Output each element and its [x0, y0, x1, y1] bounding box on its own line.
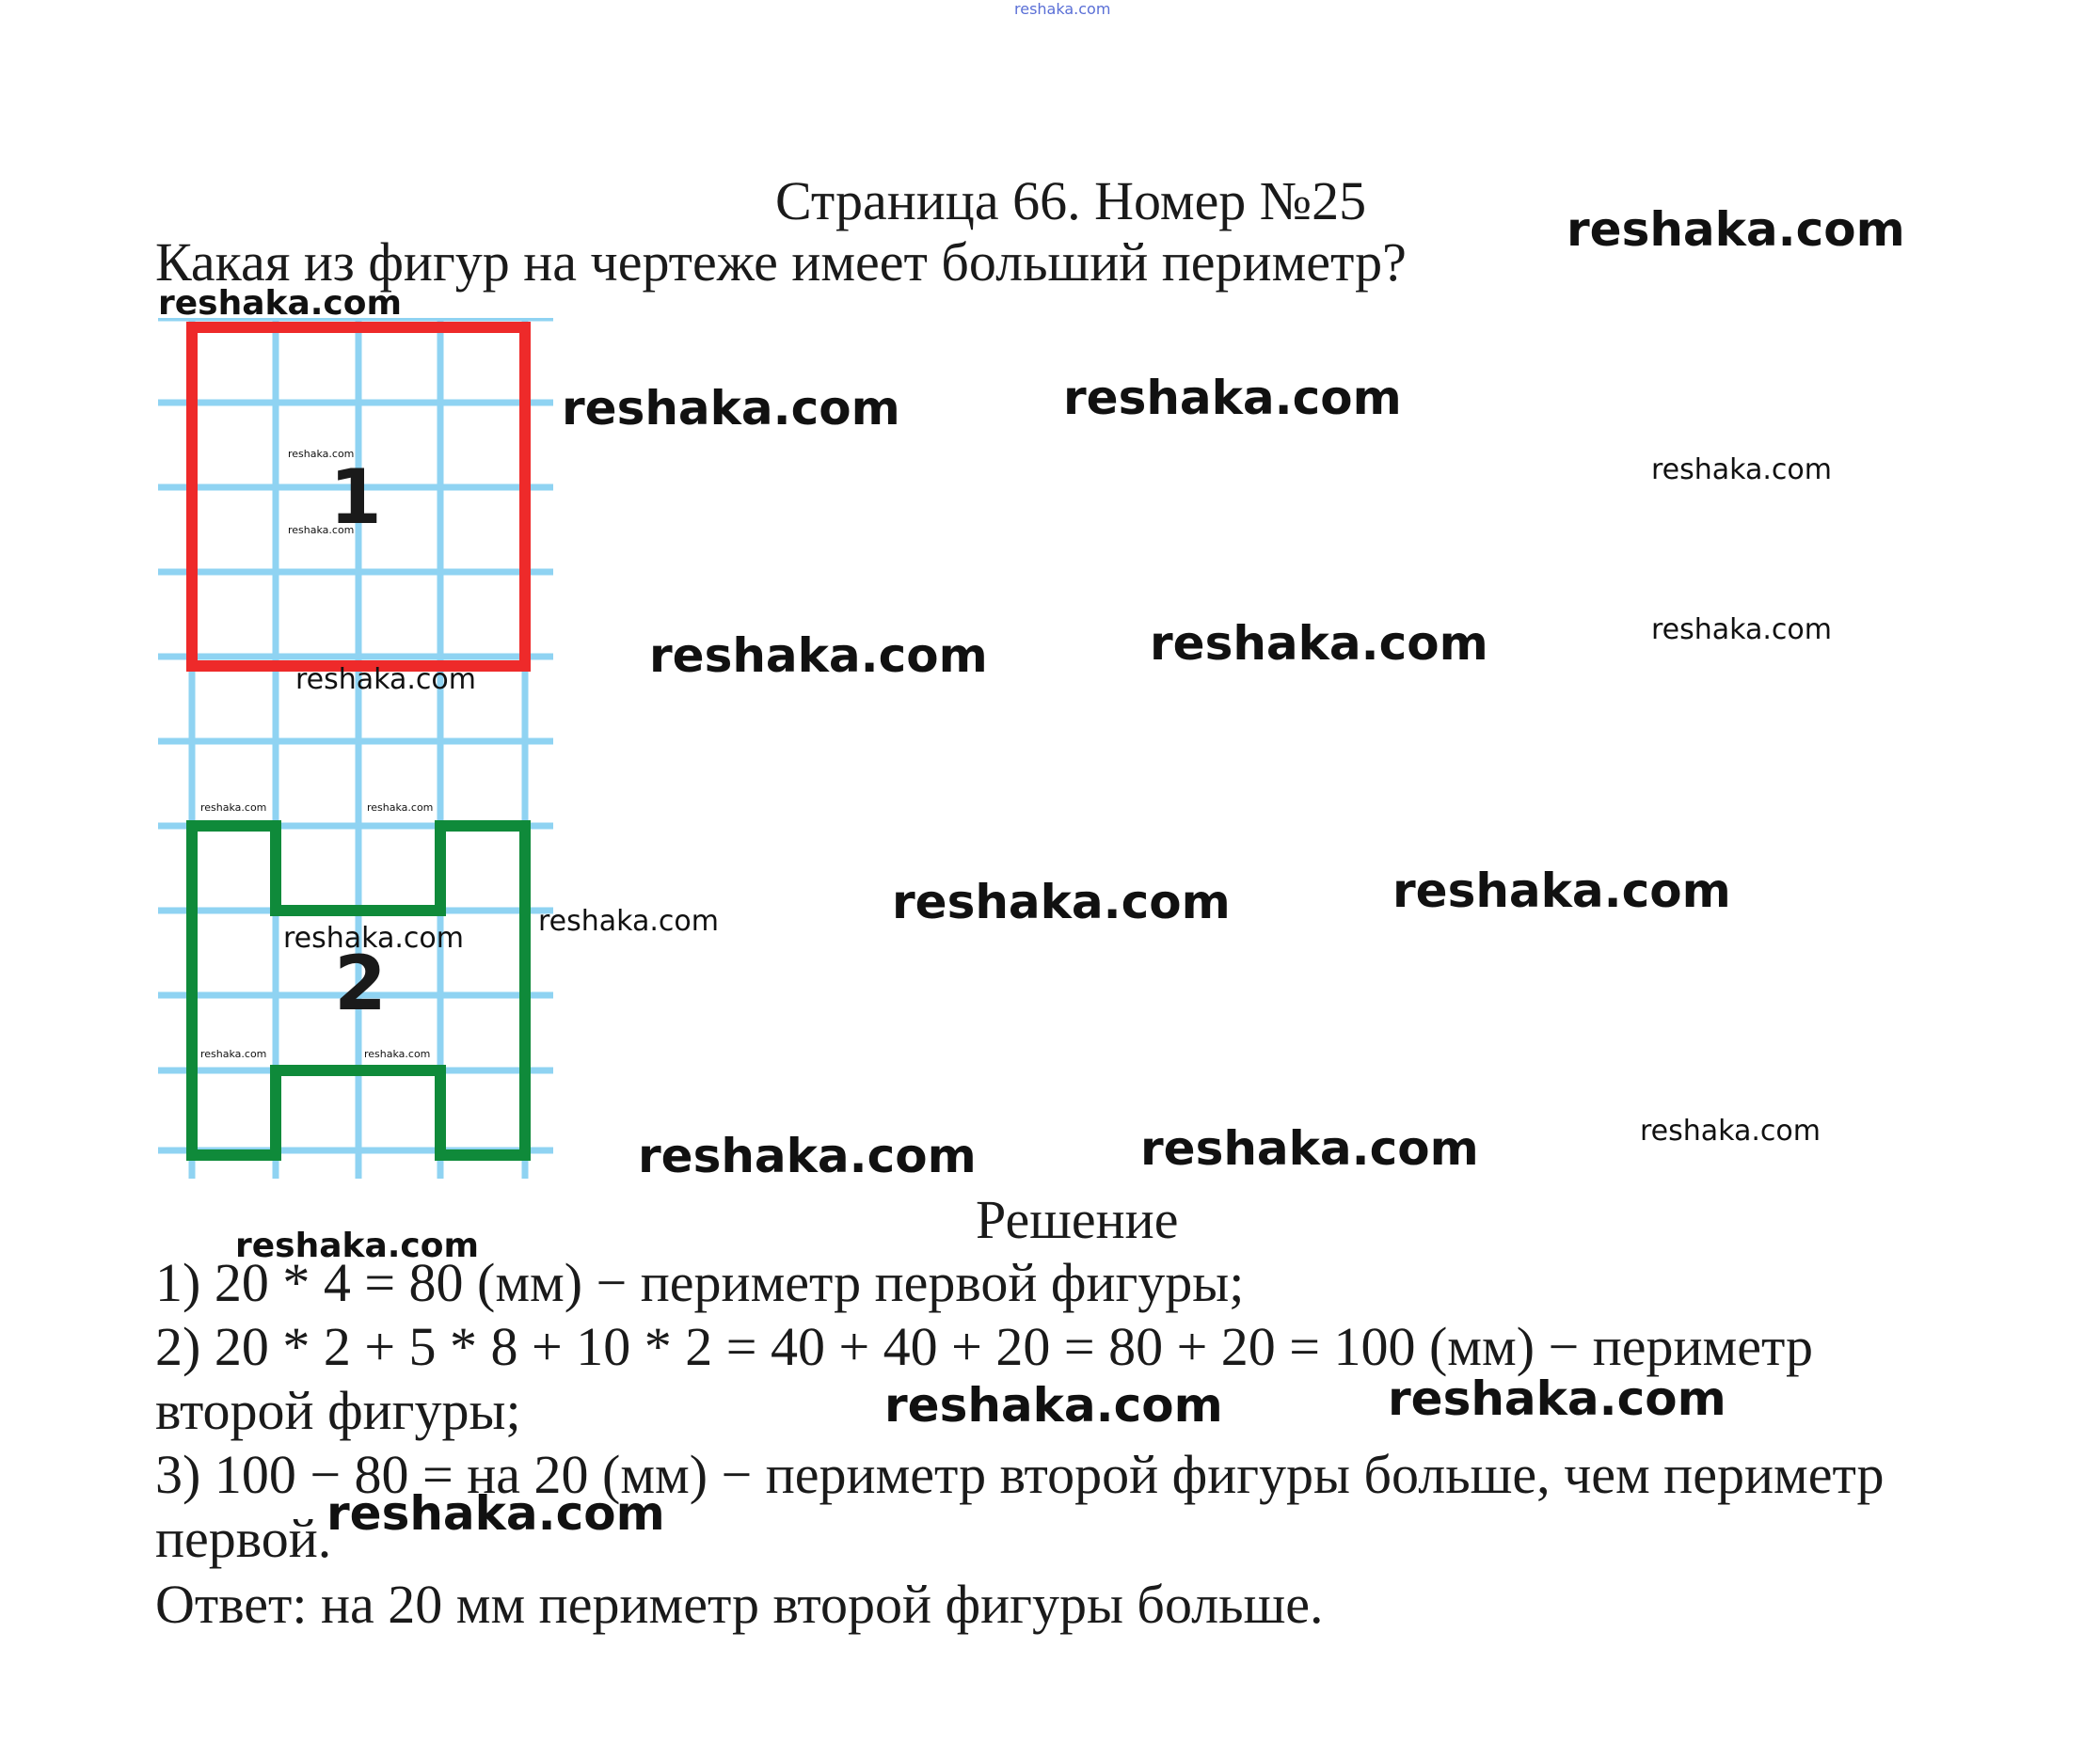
solution-step-2-line-1: 2) 20 * 2 + 5 * 8 + 10 * 2 = 40 + 40 + 2… — [155, 1316, 1814, 1377]
solution-step-2-line-2: второй фигуры; — [155, 1380, 521, 1441]
watermark: reshaka.com — [200, 1048, 267, 1060]
solution-step-1: 1) 20 * 4 = 80 (мм) − периметр первой фи… — [155, 1252, 1245, 1313]
answer-text: Ответ: на 20 мм периметр второй фигуры б… — [155, 1574, 1324, 1635]
watermark: reshaka.com — [235, 1227, 480, 1265]
watermark: reshaka.com — [288, 524, 355, 536]
watermark: reshaka.com — [367, 801, 434, 814]
shape-1-label: 1 — [329, 453, 382, 541]
solution-heading: Решение — [976, 1189, 1179, 1250]
watermark: reshaka.com — [1640, 1115, 1821, 1148]
watermark: reshaka.com — [158, 284, 403, 323]
watermark: reshaka.com — [1567, 202, 1905, 257]
watermark: reshaka.com — [1063, 371, 1402, 425]
watermark: reshaka.com — [283, 922, 464, 955]
grid-figure: 1 2 — [158, 318, 553, 1179]
shape-2-label: 2 — [334, 940, 387, 1027]
watermark: reshaka.com — [295, 663, 476, 696]
watermark: reshaka.com — [1140, 1121, 1479, 1176]
watermark: reshaka.com — [562, 381, 900, 436]
watermark: reshaka.com — [1388, 1371, 1726, 1426]
watermark: reshaka.com — [884, 1378, 1223, 1433]
top-watermark: reshaka.com — [1014, 0, 1111, 18]
green-shape — [186, 820, 531, 1161]
red-square-shape — [186, 322, 531, 672]
page-title: Страница 66. Номер №25 — [775, 170, 1367, 231]
watermark: reshaka.com — [1150, 616, 1488, 671]
watermark: reshaka.com — [288, 448, 355, 460]
solution-step-3-line-2: первой. — [155, 1508, 332, 1569]
watermark: reshaka.com — [638, 1129, 977, 1183]
watermark: reshaka.com — [1392, 864, 1731, 918]
watermark: reshaka.com — [1651, 453, 1832, 486]
watermark: reshaka.com — [1651, 613, 1832, 646]
solution-step-3-line-1: 3) 100 − 80 = на 20 (мм) − периметр втор… — [155, 1444, 1885, 1505]
watermark: reshaka.com — [364, 1048, 431, 1060]
watermark: reshaka.com — [892, 875, 1231, 929]
watermark: reshaka.com — [649, 628, 988, 683]
watermark: reshaka.com — [200, 801, 267, 814]
question-text: Какая из фигур на чертеже имеет больший … — [155, 231, 1407, 293]
watermark: reshaka.com — [538, 905, 719, 938]
watermark: reshaka.com — [326, 1486, 665, 1541]
